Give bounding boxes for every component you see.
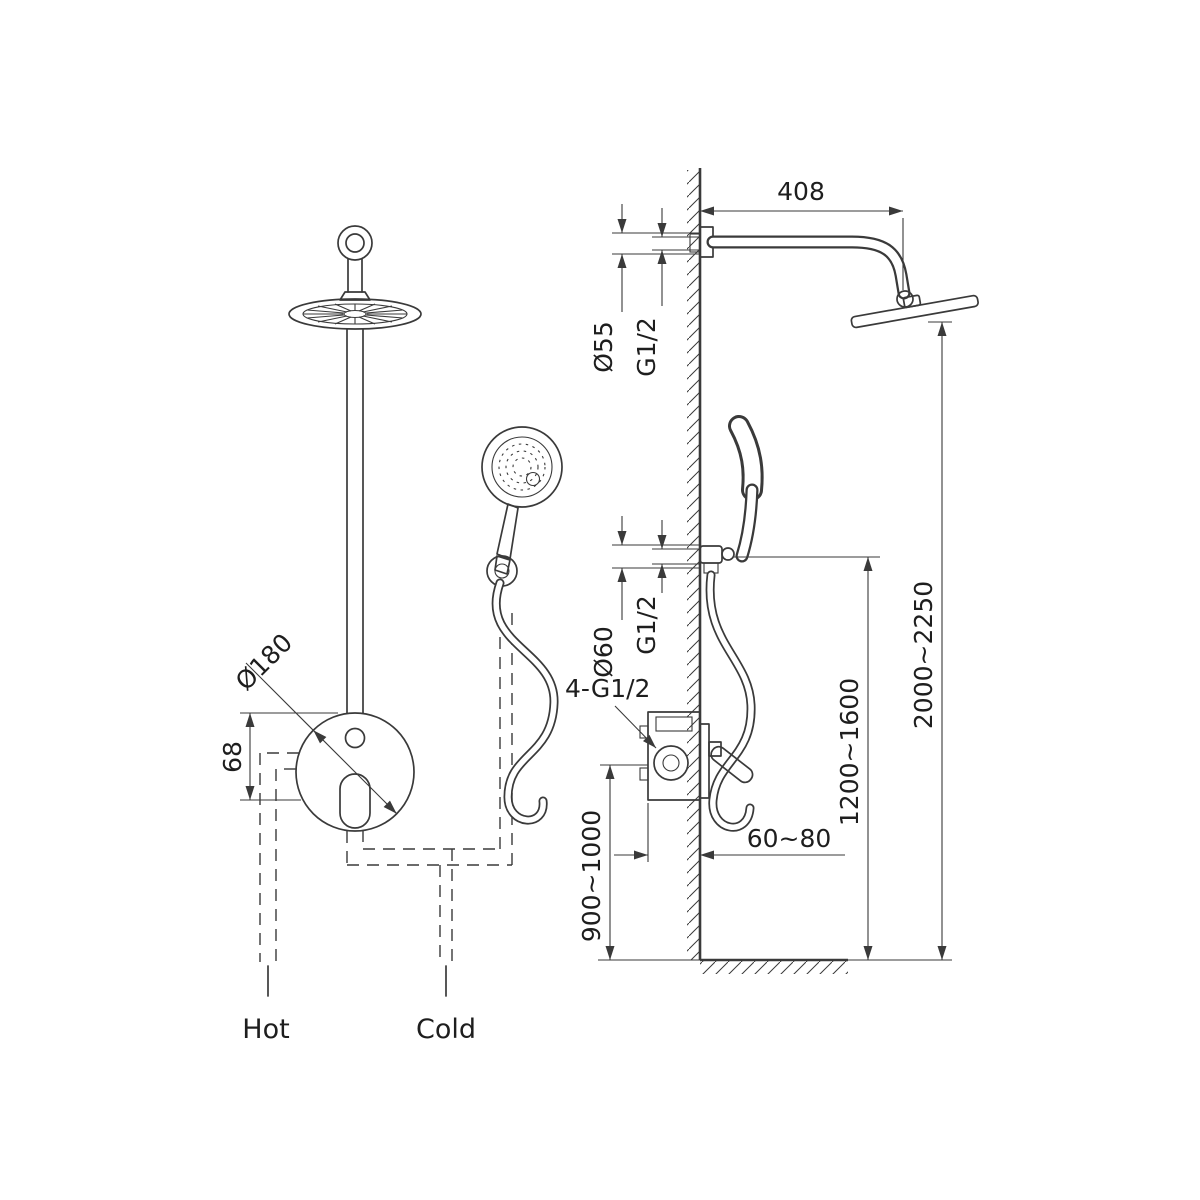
hand-shower-side bbox=[699, 415, 764, 574]
hand-shower-front bbox=[481, 426, 563, 587]
shower-arm-side bbox=[689, 226, 914, 308]
wall-bracket bbox=[699, 545, 723, 564]
holder-thread-label: G1/2 bbox=[632, 595, 661, 655]
arm-thread-label: G1/2 bbox=[632, 317, 661, 377]
inlet-thread-label: 4-G1/2 bbox=[565, 674, 650, 703]
head-height-label: 2000~2250 bbox=[909, 581, 938, 729]
spray-face-ribs bbox=[303, 303, 407, 325]
holder-flange-diameter-label: Ø60 bbox=[589, 626, 618, 678]
valve-offset-label: 68 bbox=[218, 741, 247, 773]
recess-depth-label: 60~80 bbox=[747, 824, 832, 853]
dim-recess-depth: 60~80 bbox=[614, 803, 845, 862]
valve-lever-side bbox=[710, 745, 754, 784]
dim-holder-height: 1200~1600 bbox=[734, 556, 880, 960]
front-view: Ø180 68 Hot Cold bbox=[218, 225, 563, 1045]
concealed-valve-side bbox=[639, 711, 754, 801]
mixer-height-label: 900~1000 bbox=[577, 810, 606, 942]
supply-line-cold bbox=[346, 608, 513, 997]
rain-shower-head-front bbox=[288, 298, 422, 330]
holder-height-label: 1200~1600 bbox=[835, 678, 864, 826]
shower-hose-side bbox=[705, 570, 756, 832]
riser-pipes bbox=[346, 328, 364, 714]
side-view: 408 Ø55 G1/2 bbox=[565, 168, 979, 974]
floor bbox=[598, 958, 952, 974]
dim-mixer-height: 900~1000 bbox=[577, 764, 648, 960]
dim-holder-flange-diameter: Ø60 bbox=[589, 516, 700, 678]
rain-shower-head-side bbox=[850, 294, 979, 329]
dim-head-height: 2000~2250 bbox=[909, 321, 952, 960]
dim-holder-thread: G1/2 bbox=[632, 520, 700, 655]
arm-length-label: 408 bbox=[777, 177, 825, 206]
dim-arm-flange-diameter: Ø55 bbox=[589, 204, 700, 373]
dim-valve-diameter: Ø180 bbox=[230, 628, 398, 815]
inlet-thread-callout: 4-G1/2 bbox=[565, 674, 657, 749]
dim-arm-thread: G1/2 bbox=[632, 208, 700, 377]
arm-flange-diameter-label: Ø55 bbox=[589, 321, 618, 373]
dim-valve-offset: 68 bbox=[218, 712, 338, 801]
supply-line-hot bbox=[259, 752, 299, 997]
ceiling-flange bbox=[337, 225, 373, 301]
valve-diameter-label: Ø180 bbox=[230, 628, 298, 696]
hand-shower-handle bbox=[496, 503, 519, 560]
cold-supply-label: Cold bbox=[416, 1014, 476, 1045]
hot-supply-label: Hot bbox=[242, 1014, 289, 1045]
dim-arm-length: 408 bbox=[700, 177, 904, 290]
shower-hose-front bbox=[491, 578, 559, 825]
diverter-button bbox=[344, 727, 366, 749]
